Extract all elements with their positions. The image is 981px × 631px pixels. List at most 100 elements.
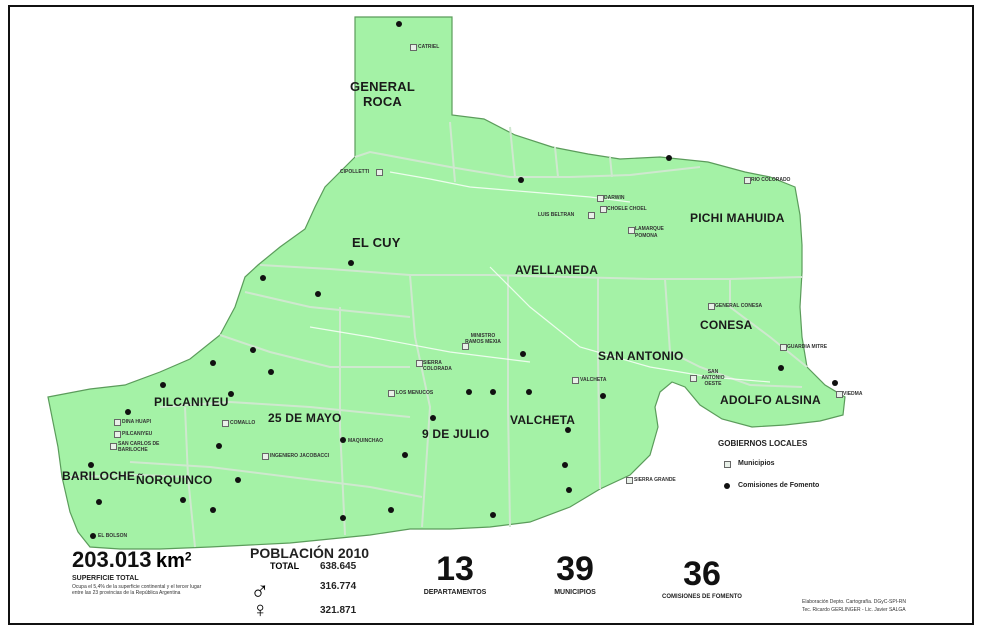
dept-adolfo-alsina: ADOLFO ALSINA xyxy=(720,393,821,407)
place-pomona: POMONA xyxy=(635,233,658,239)
comision-marker xyxy=(562,462,568,468)
place-pilcaniyeu-town: PILCANIYEU xyxy=(122,431,153,437)
legend-comisiones: Comisiones de Fomento xyxy=(738,482,820,489)
place-choele-choel: CHOELE CHOEL xyxy=(607,206,647,212)
department-borders xyxy=(69,121,808,548)
place-el-bolson: EL BOLSON xyxy=(98,533,128,539)
comision-marker xyxy=(518,177,524,183)
dept-general-roca-line1: GENERAL xyxy=(350,79,415,94)
place-guardia-mitre: GUARDIA MITRE xyxy=(787,344,828,350)
dept-general-roca-line2: ROCA xyxy=(362,94,403,109)
female-icon: ♀ xyxy=(252,597,269,622)
comision-marker xyxy=(260,275,266,281)
comisiones-stat: 36 COMISIONES DE FOMENTO xyxy=(642,555,762,600)
road-network xyxy=(309,171,771,383)
comisiones-label: COMISIONES DE FOMENTO xyxy=(662,594,742,600)
comision-marker xyxy=(268,369,274,375)
comision-marker xyxy=(566,487,572,493)
departamentos-label: DEPARTAMENTOS xyxy=(423,589,487,596)
comision-marker xyxy=(430,415,436,421)
area-unit: km xyxy=(155,550,185,572)
comision-marker xyxy=(235,477,241,483)
place-maquinchao: MAQUINCHAO xyxy=(348,438,383,444)
comision-marker xyxy=(160,382,166,388)
comision-marker xyxy=(388,507,394,513)
municipio-marker xyxy=(114,419,121,426)
comision-marker xyxy=(565,427,571,433)
place-general-conesa: GENERAL CONESA xyxy=(715,303,763,309)
legend: GOBIERNOS LOCALES Municipios Comisiones … xyxy=(718,439,819,492)
place-sierra-grande: SIERRA GRANDE xyxy=(634,477,676,483)
place-lamarque: LAMARQUE xyxy=(635,226,664,232)
dept-valcheta: VALCHETA xyxy=(510,413,576,427)
place-los-menucos: LOS MENUCOS xyxy=(396,390,434,396)
place-dina-huapi: DINA HUAPI xyxy=(122,419,151,425)
comision-marker xyxy=(526,389,532,395)
comision-marker xyxy=(778,365,784,371)
place-comallo: COMALLO xyxy=(230,420,256,426)
comision-marker xyxy=(228,391,234,397)
place-sierra-colorada: SIERRA COLORADA xyxy=(423,360,452,372)
comision-marker xyxy=(90,533,96,539)
comision-marker xyxy=(210,507,216,513)
population-stat: POBLACIÓN 2010 TOTAL 638.645 ♂ 316.774 ♀… xyxy=(250,545,410,622)
municipio-marker xyxy=(262,453,269,460)
departamentos-stat: 13 DEPARTAMENTOS xyxy=(410,550,500,596)
municipios-stat: 39 MUNICIPIOS xyxy=(540,550,610,596)
place-viedma: VIEDMA xyxy=(843,391,863,397)
comision-marker xyxy=(210,360,216,366)
dept-avellaneda: AVELLANEDA xyxy=(515,263,599,277)
place-darwin: DARWIN xyxy=(604,195,625,201)
comision-marker xyxy=(250,347,256,353)
dept-bariloche: BARILOCHE xyxy=(62,469,136,483)
municipio-marker xyxy=(600,206,607,213)
municipio-marker xyxy=(626,477,633,484)
municipio-marker xyxy=(744,177,751,184)
municipio-marker xyxy=(628,227,635,234)
comision-marker xyxy=(490,512,496,518)
dept-el-cuy: EL CUY xyxy=(352,235,401,250)
comision-marker xyxy=(348,260,354,266)
dept-25-de-mayo: 25 DE MAYO xyxy=(268,411,342,425)
municipio-marker xyxy=(110,443,117,450)
legend-municipio-icon xyxy=(724,461,731,468)
map-frame: GENERAL ROCA EL CUY AVELLANEDA PICHI MAH… xyxy=(8,5,974,625)
comision-marker xyxy=(340,437,346,443)
municipios-label: MUNICIPIOS xyxy=(554,589,596,596)
comision-marker xyxy=(490,389,496,395)
comision-marker xyxy=(180,497,186,503)
area-exponent: 2 xyxy=(184,549,192,564)
comision-marker xyxy=(520,351,526,357)
total-value: 638.645 xyxy=(320,561,357,572)
legend-municipios: Municipios xyxy=(738,460,775,467)
total-label: TOTAL xyxy=(270,561,300,571)
area-caption: SUPERFICIE TOTAL xyxy=(72,575,139,582)
place-ingeniero-jacobacci: INGENIERO JACOBACCI xyxy=(270,453,330,459)
dept-norquinco: ÑORQUINCO xyxy=(136,473,213,487)
dept-pilcaniyeu: PILCANIYEU xyxy=(154,395,229,409)
comision-marker xyxy=(666,155,672,161)
comision-marker xyxy=(396,21,402,27)
comision-marker xyxy=(600,393,606,399)
rio-negro-province-map xyxy=(47,16,846,550)
credits: Elaboración Depto. Cartografía. DGyC-SPI… xyxy=(802,599,906,613)
place-san-carlos-de-bariloche: SAN CARLOS DE BARILOCHE xyxy=(118,441,160,453)
dept-conesa: CONESA xyxy=(700,318,753,332)
dept-9-de-julio: 9 DE JULIO xyxy=(422,427,490,441)
municipio-marker xyxy=(836,391,843,398)
legend-title: GOBIERNOS LOCALES xyxy=(718,439,808,448)
comision-marker xyxy=(466,389,472,395)
area-stat: 203.013 km2 SUPERFICIE TOTAL Ocupa el 5,… xyxy=(72,547,202,596)
municipio-marker xyxy=(572,377,579,384)
place-luis-beltran: LUIS BELTRAN xyxy=(538,212,575,218)
comision-marker xyxy=(315,291,321,297)
municipios-value: 39 xyxy=(556,550,594,588)
legend-comision-icon xyxy=(724,483,730,489)
municipio-marker xyxy=(780,344,787,351)
comision-marker xyxy=(216,443,222,449)
place-rio-colorado: RIO COLORADO xyxy=(751,177,791,183)
population-title: POBLACIÓN 2010 xyxy=(250,545,370,561)
municipio-marker xyxy=(690,375,697,382)
place-san-antonio-oeste: SAN ANTONIO OESTE xyxy=(701,369,725,387)
comision-marker xyxy=(88,462,94,468)
